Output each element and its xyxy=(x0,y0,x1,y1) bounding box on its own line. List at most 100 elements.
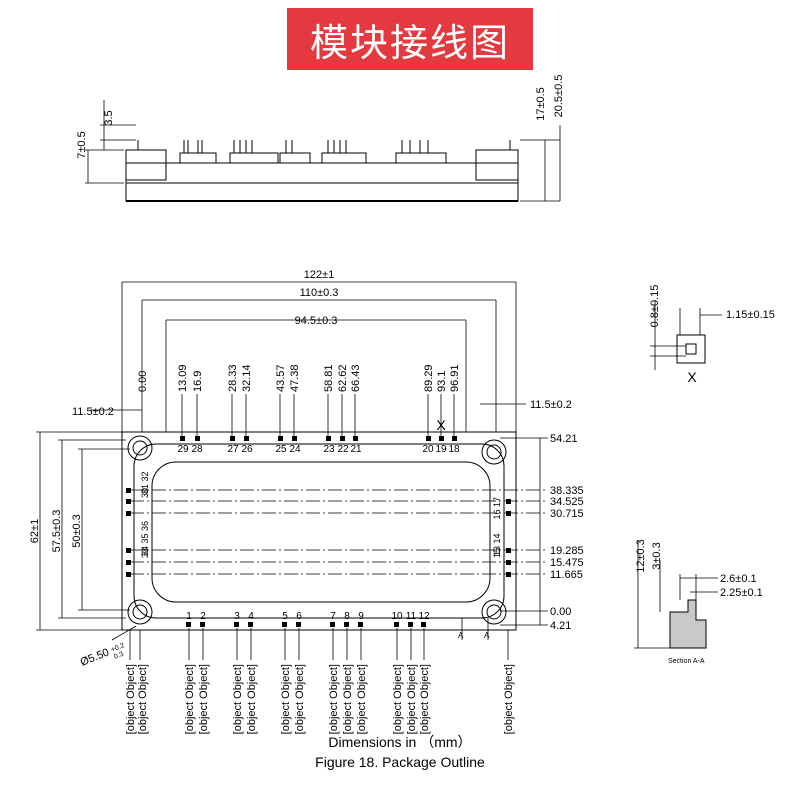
bottom-dim: [object Object] xyxy=(392,664,404,734)
module-inner-frame xyxy=(133,443,505,619)
detail-x-dim-0-8: 0.8±0.15 xyxy=(649,285,661,328)
bottom-dim: [object Object] xyxy=(280,664,292,734)
section-aa xyxy=(634,540,718,649)
pin-number: 4 xyxy=(248,611,254,622)
pin-number: 20 xyxy=(422,444,434,455)
pin-number: 23 xyxy=(323,444,335,455)
pin-number: 11 xyxy=(406,611,417,622)
pin-number: 12 xyxy=(418,611,430,622)
bottom-pin-numbers: 1 2 3 4 5 6 7 8 9 10 11 12 xyxy=(186,611,430,622)
bottom-dim: [object Object] xyxy=(232,664,244,734)
pin-number: 16 17 xyxy=(492,497,502,520)
side-left-end xyxy=(125,149,167,181)
pin-number: 30 xyxy=(140,488,150,498)
right-dim-leaders xyxy=(500,437,548,626)
top-dim: 62.62 xyxy=(337,364,349,392)
bottom-dim: [object Object] xyxy=(184,664,196,734)
side-pin-numbers: 30 31 32 33 34 35 36 16 17 15 13 14 xyxy=(140,471,502,558)
title-banner: 模块接线图 xyxy=(287,8,533,70)
dim-edge-left: 11.5±0.2 xyxy=(72,406,114,418)
bottom-dim: [object Object] xyxy=(342,664,354,734)
dim-122: 122±1 xyxy=(304,269,335,281)
section-a-right: A xyxy=(484,631,490,640)
right-dim: 19.285 xyxy=(550,545,584,557)
pin-number: 22 xyxy=(337,444,349,455)
pin-number: 1 xyxy=(186,611,192,622)
top-pin-leaders xyxy=(181,394,455,436)
pin-centerlines xyxy=(130,489,548,575)
section-dim-2-6: 2.6±0.1 xyxy=(720,573,757,585)
top-dim: 28.33 xyxy=(227,364,239,392)
pin-number: 6 xyxy=(296,611,302,622)
caption-figure: Figure 18. Package Outline xyxy=(315,754,485,770)
dim-17: 17±0.5 xyxy=(535,87,547,121)
pin-number: 13 14 xyxy=(492,533,502,556)
pin-number: 29 xyxy=(177,444,189,455)
pin-number: 8 xyxy=(344,611,350,622)
dim-50: 50±0.3 xyxy=(71,514,83,548)
hole-tol-minus: 0.3 xyxy=(113,651,125,661)
top-dim: 58.81 xyxy=(323,364,335,392)
hole-tol-plus: +0.2 xyxy=(110,642,126,654)
module-outline xyxy=(121,431,517,631)
dim-110: 110±0.3 xyxy=(300,287,339,299)
caption-dimensions: Dimensions in （mm） xyxy=(328,734,472,750)
section-a-left: A xyxy=(458,631,464,640)
pin-number: 33 xyxy=(140,548,150,558)
section-dim-12: 12±0.3 xyxy=(635,539,647,573)
pin-number: 25 xyxy=(275,444,287,455)
pin-number: 26 xyxy=(241,444,253,455)
pin-number: 24 xyxy=(289,444,301,455)
top-dim: 13.09 xyxy=(177,364,189,392)
bottom-dim: [object Object] xyxy=(246,664,258,734)
bottom-dim: [object Object] xyxy=(137,664,149,734)
top-dim: 47.38 xyxy=(289,364,301,392)
title-text: 模块接线图 xyxy=(309,20,510,65)
right-dim: 54.21 xyxy=(550,433,578,445)
side-pins-4 xyxy=(321,140,367,164)
top-dim: 66.43 xyxy=(350,364,362,392)
bottom-dim: [object Object] xyxy=(356,664,368,734)
dim-7: 7±0.5 xyxy=(76,131,88,158)
right-dim: 4.21 xyxy=(550,620,571,632)
bottom-dim: [object Object] xyxy=(294,664,306,734)
detail-x xyxy=(650,300,722,370)
section-dim-2-25: 2.25±0.1 xyxy=(720,587,763,599)
dim-94-5: 94.5±0.3 xyxy=(295,315,338,327)
hole-callout: Ø5.50 +0.2 0.3 xyxy=(79,642,126,669)
top-view xyxy=(36,281,548,660)
mounting-holes xyxy=(127,435,507,625)
section-dim-3: 3±0.3 xyxy=(651,542,663,569)
top-dim: 93.1 xyxy=(436,371,448,392)
dim-3-5: 3.5 xyxy=(103,110,115,125)
right-dim: 30.715 xyxy=(550,508,584,520)
hole-label: Ø5.50 xyxy=(79,646,111,668)
pin-number: 19 xyxy=(435,444,447,455)
pin-number: 34 35 36 xyxy=(140,521,150,556)
bottom-dim: [object Object] xyxy=(419,664,431,734)
top-dim: 96.91 xyxy=(449,364,461,392)
dim-62: 62±1 xyxy=(29,519,41,543)
side-pins-5 xyxy=(395,140,447,164)
pin-number: 3 xyxy=(234,611,240,622)
pin-number: 15 xyxy=(492,548,502,558)
right-dim: 15.475 xyxy=(550,557,584,569)
bottom-dim: [object Object] xyxy=(328,664,340,734)
side-view xyxy=(85,100,561,202)
pin-number: 18 xyxy=(448,444,460,455)
pin-number: 27 xyxy=(227,444,239,455)
dim-20-5: 20.5±0.5 xyxy=(553,75,565,118)
bottom-dim-labels: [object Object] [object Object] [object … xyxy=(125,664,515,734)
right-dim: 0.00 xyxy=(550,606,571,618)
side-right-end xyxy=(475,149,519,181)
section-label: Section A-A xyxy=(668,658,705,665)
pin-number: 31 32 xyxy=(140,471,150,494)
detail-x-label: X xyxy=(687,369,697,385)
side-base xyxy=(125,162,519,202)
top-pin-numbers: 29 28 27 26 25 24 23 22 21 20 19 18 xyxy=(177,444,460,455)
side-pins-2 xyxy=(229,140,279,164)
pin-number: 10 xyxy=(391,611,403,622)
bottom-pin-leaders xyxy=(129,628,509,660)
right-dim: 38.335 xyxy=(550,485,584,497)
